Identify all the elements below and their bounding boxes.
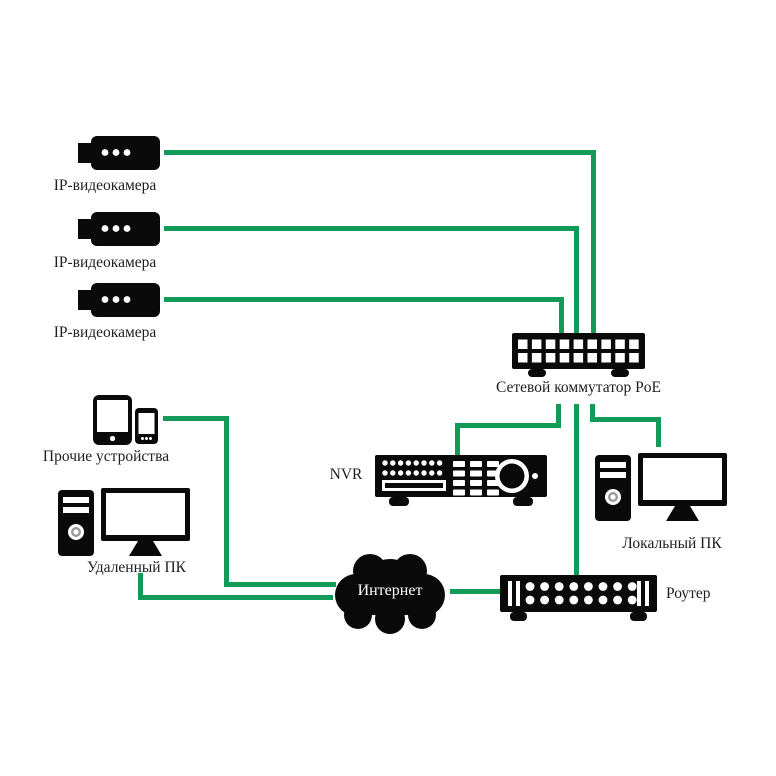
cable-switch-localpc-seg3 — [656, 417, 661, 447]
cable-camera3-switch-seg1 — [164, 297, 564, 302]
ip-camera-1-label: IP-видеокамера — [53, 177, 157, 194]
router-icon — [500, 575, 657, 621]
cable-internet-router-seg1 — [450, 589, 502, 594]
cable-camera1-switch-seg2 — [591, 150, 596, 336]
node-ip-camera-2 — [78, 212, 160, 246]
desktop-pc-icon — [595, 453, 727, 521]
cable-switch-router-seg1 — [574, 404, 579, 578]
cable-camera1-switch-seg1 — [164, 150, 596, 155]
ip-camera-icon — [78, 136, 160, 170]
internet-label: Интернет — [357, 582, 423, 599]
ip-camera-2-label: IP-видеокамера — [53, 254, 157, 271]
cable-camera3-switch-seg2 — [559, 297, 564, 336]
poe-switch-label: Сетевой коммутатор PoE — [496, 379, 661, 396]
desktop-pc-icon — [58, 488, 190, 556]
cable-switch-localpc-seg2 — [590, 417, 661, 422]
nvr-label: NVR — [329, 466, 363, 483]
poe-switch-icon — [512, 333, 645, 377]
internet-cloud-icon — [335, 554, 445, 634]
cable-devices-internet-seg1 — [163, 416, 229, 421]
node-other-devices — [93, 395, 159, 445]
ip-camera-icon — [78, 283, 160, 317]
node-router — [500, 575, 657, 621]
cable-switch-nvr-seg3 — [455, 423, 460, 456]
cable-switch-nvr-seg1 — [556, 404, 561, 428]
node-nvr — [375, 455, 547, 507]
ip-camera-3-label: IP-видеокамера — [53, 324, 157, 341]
router-label: Роутер — [666, 585, 711, 602]
cable-devices-internet-seg2 — [224, 416, 229, 587]
local-pc-label: Локальный ПК — [622, 535, 722, 552]
node-internet — [328, 549, 452, 635]
node-local-pc — [595, 453, 727, 523]
node-ip-camera-3 — [78, 283, 160, 317]
node-ip-camera-1 — [78, 136, 160, 170]
remote-pc-label: Удаленный ПК — [86, 559, 187, 576]
cable-camera2-switch-seg1 — [164, 226, 579, 231]
ip-camera-icon — [78, 212, 160, 246]
tablet-and-smartphone-icon — [93, 395, 158, 445]
node-poe-switch — [512, 333, 645, 378]
other-devices-label: Прочие устройства — [42, 448, 170, 465]
cable-devices-internet-seg3 — [224, 582, 336, 587]
cable-switch-localpc-seg1 — [590, 404, 595, 422]
cable-remotepc-internet-seg1 — [138, 573, 143, 600]
cable-remotepc-internet-seg2 — [138, 595, 333, 600]
cable-camera2-switch-seg2 — [574, 226, 579, 336]
nvr-icon — [375, 455, 547, 506]
cable-switch-nvr-seg2 — [455, 423, 561, 428]
node-remote-pc — [58, 488, 190, 558]
